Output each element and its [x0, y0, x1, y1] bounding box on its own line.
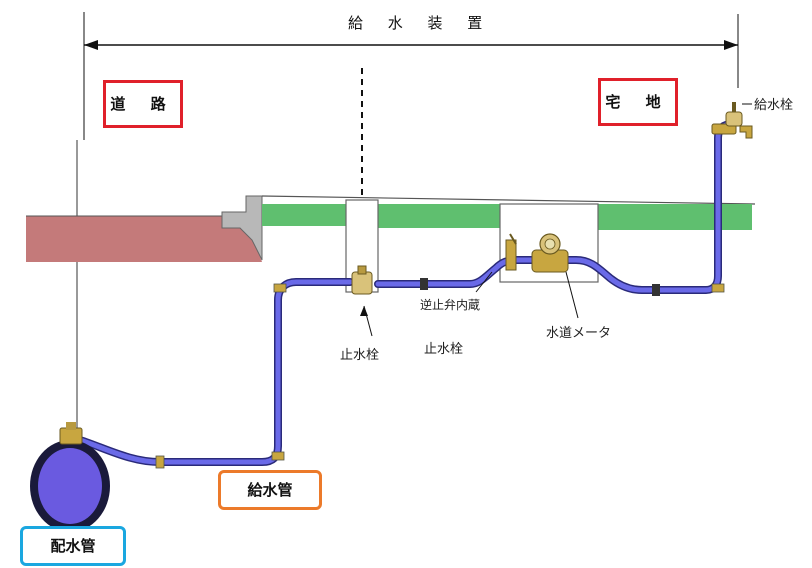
stop-valve-label-2: 止水栓 — [424, 342, 464, 357]
stop-valve-icon — [351, 265, 373, 295]
stop-valve-label-1: 止水栓 — [340, 348, 380, 363]
faucet-icon — [711, 102, 753, 139]
leader-check-valve — [475, 271, 493, 293]
faucet-label: 給水栓 — [754, 98, 794, 113]
pipe-joint — [652, 284, 660, 296]
pipe-joint — [420, 278, 428, 290]
service-pipe-label: 給水管 — [218, 470, 322, 510]
distribution-main-icon — [30, 422, 110, 532]
curb — [221, 195, 263, 261]
check-valve-label: 逆止弁内蔵 — [420, 298, 481, 312]
area-road-label: 道 路 — [103, 80, 183, 128]
pipe-joint — [273, 283, 287, 293]
lawn-right — [598, 204, 752, 230]
lawn-left — [262, 204, 346, 226]
pipe-joint — [155, 455, 165, 469]
service-pipe — [76, 120, 736, 466]
pipe-joint — [271, 451, 285, 461]
pipe-joint — [711, 283, 725, 293]
water-meter-label: 水道メータ — [546, 326, 612, 341]
distribution-main-label: 配水管 — [20, 526, 126, 566]
leader-meter — [565, 271, 579, 319]
dimension-arrow-left — [84, 40, 98, 50]
water-meter-icon — [531, 233, 569, 273]
area-lot-label: 宅 地 — [598, 78, 678, 126]
dimension-arrow-right — [724, 40, 738, 50]
road-surface — [26, 216, 262, 262]
diagram-title: 給 水 装 置 — [342, 12, 499, 33]
check-valve-icon — [505, 233, 517, 271]
ground-line — [261, 195, 756, 205]
lawn-mid — [378, 204, 500, 228]
